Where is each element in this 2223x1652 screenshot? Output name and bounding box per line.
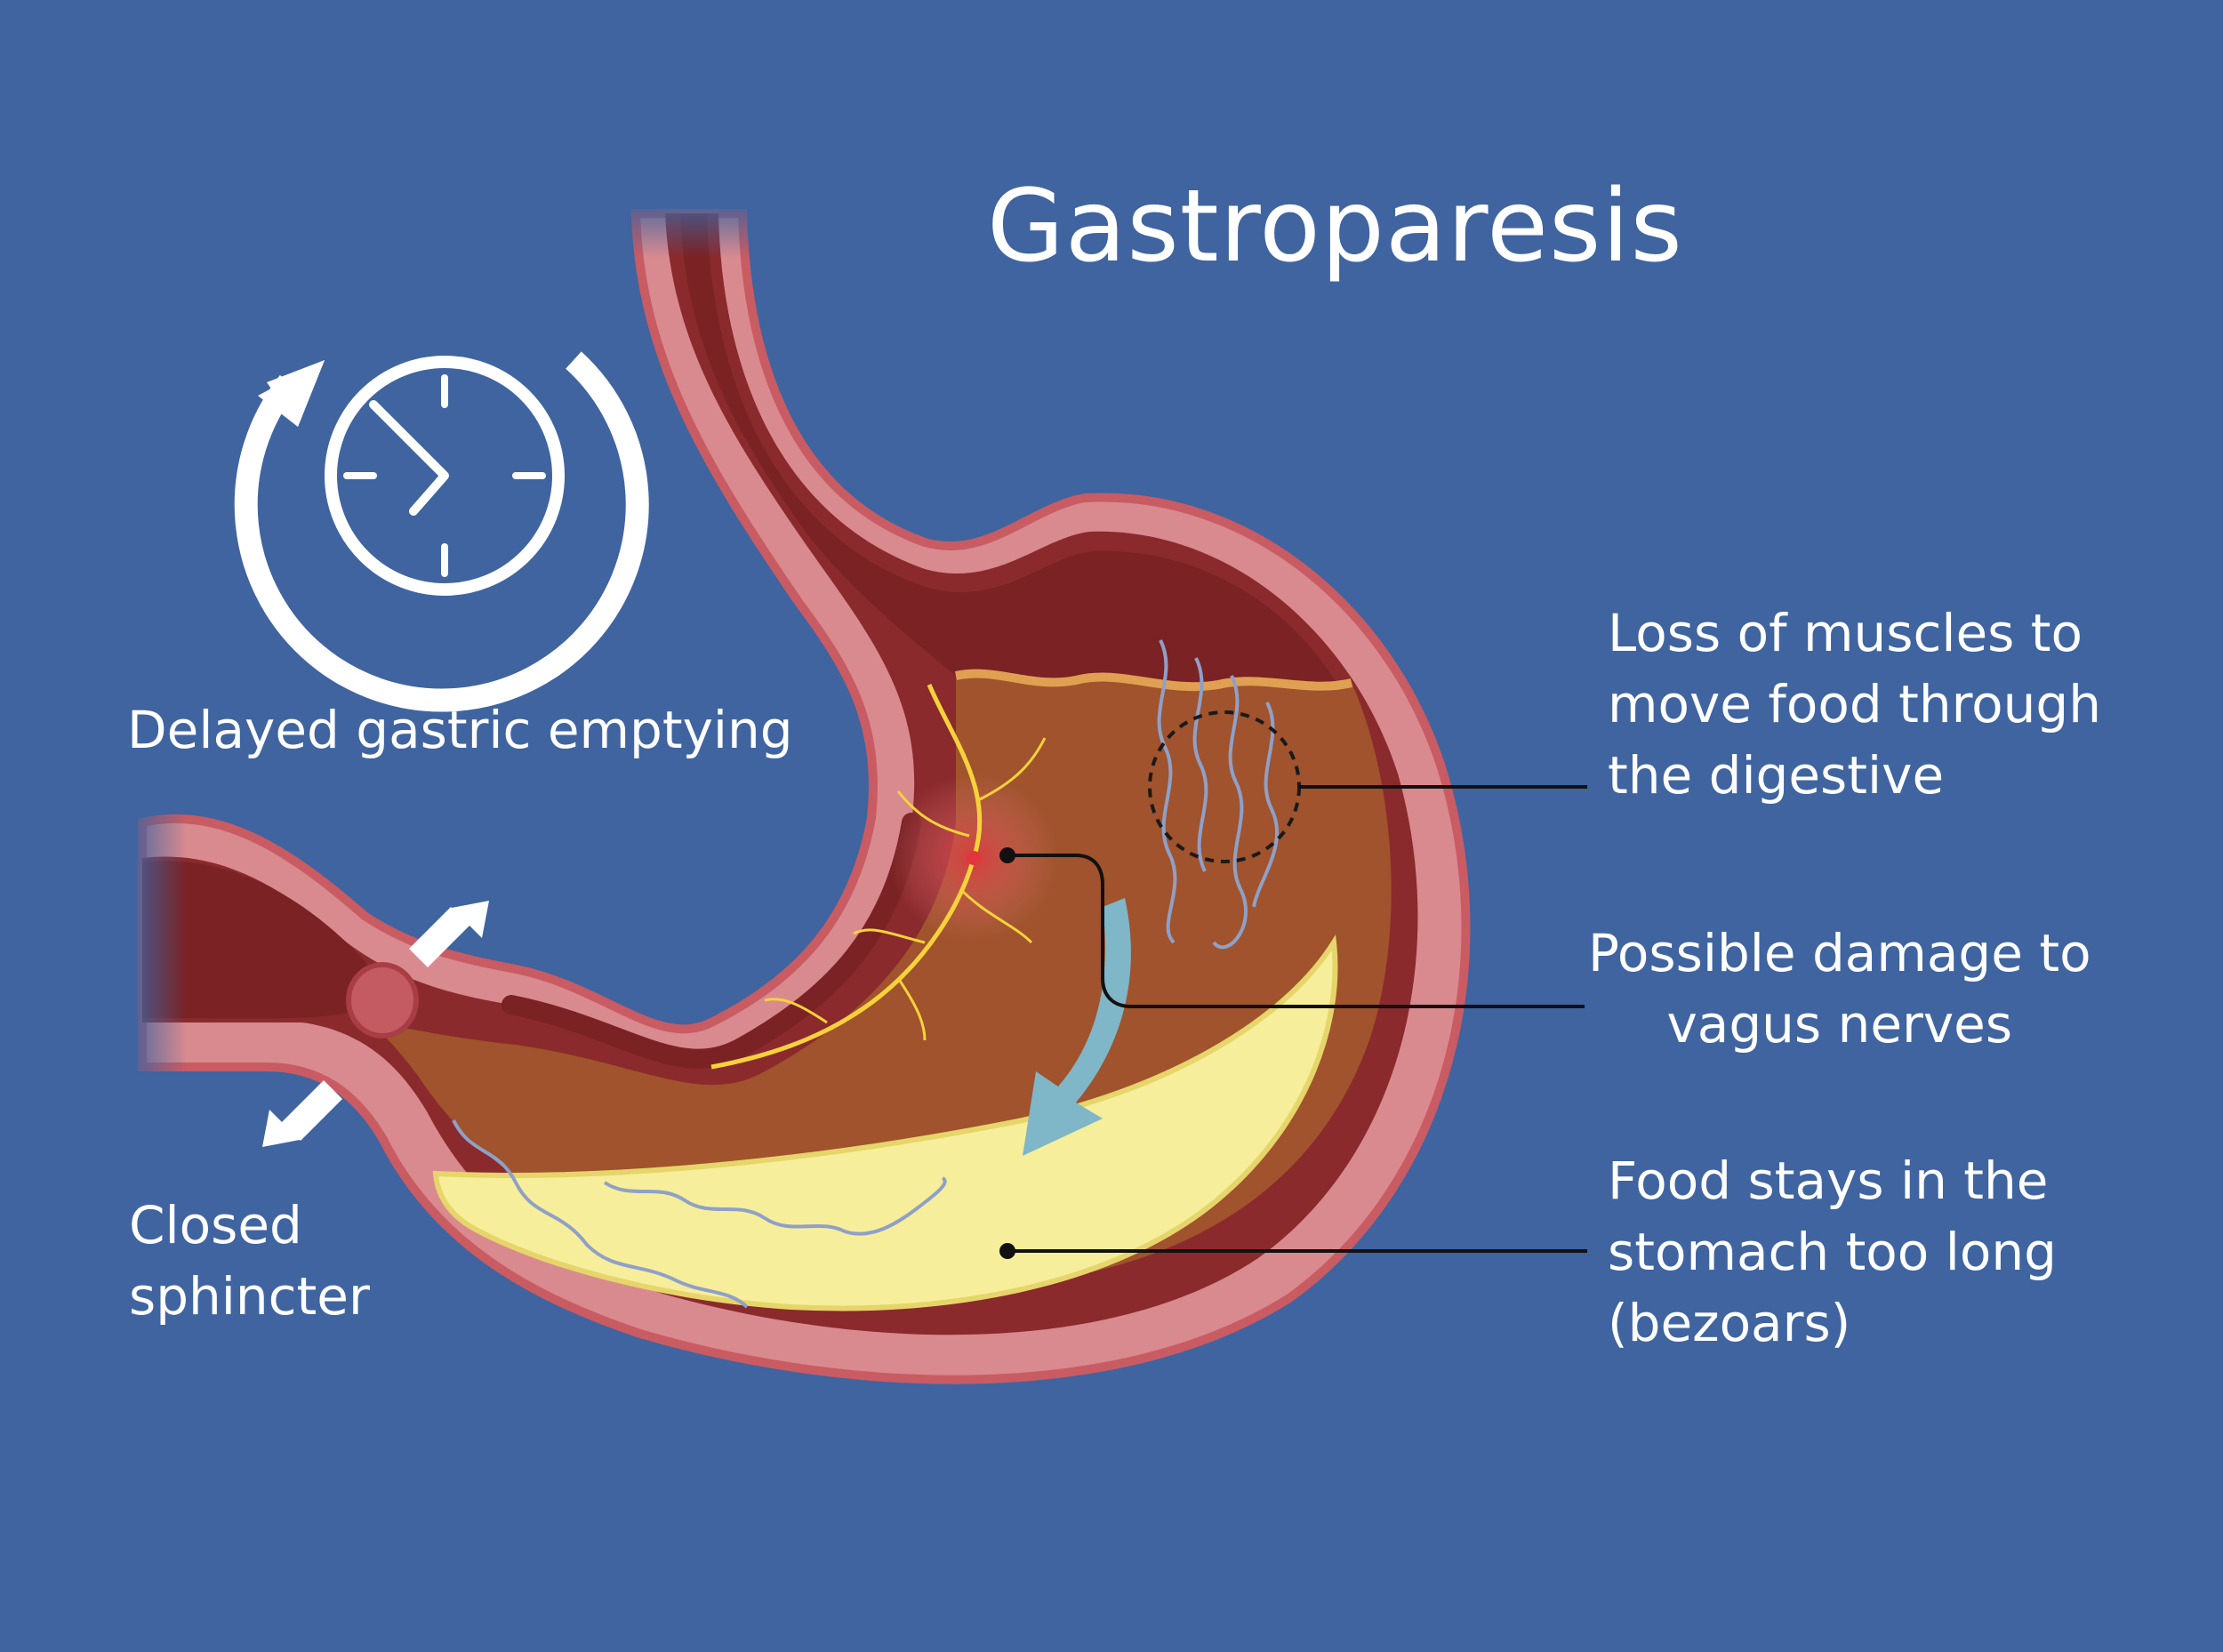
- pyloric-sphincter: [346, 962, 419, 1039]
- leader-dots: [999, 847, 1015, 1259]
- diagram-title: Gastroparesis: [987, 169, 1683, 285]
- lesser-curvature-lining: [502, 813, 921, 1069]
- delayed-emptying-icon: [234, 351, 649, 712]
- cycle-arrow-icon: [234, 351, 649, 712]
- stomach-upper-cavity: [680, 213, 1352, 711]
- vagus-nerve: [710, 684, 1058, 1070]
- label-line: move food through: [1608, 674, 2101, 734]
- label-line: stomach too long: [1608, 1222, 2057, 1282]
- label-food-stays: Food stays in the stomach too long (bezo…: [1608, 1145, 2057, 1359]
- label-line: sphincter: [129, 1266, 370, 1327]
- label-delayed-emptying: Delayed gastric emptying: [127, 700, 793, 760]
- pointer-arrow-icon: [262, 901, 489, 1147]
- label-line: Food stays in the: [1608, 1151, 2049, 1211]
- clock-icon: [325, 356, 565, 596]
- muscle-fibers: [1157, 639, 1280, 950]
- label-line: (bezoars): [1608, 1293, 1851, 1353]
- flow-arrow-icon: [1023, 898, 1131, 1156]
- leader-vagus: [1007, 854, 1585, 1008]
- label-vagus-damage: Possible damage to vagus nerves: [1588, 918, 2091, 1060]
- contents-surface-line: [954, 669, 1353, 692]
- label-line: Possible damage to: [1588, 923, 2091, 983]
- leader-lines: [1007, 785, 1587, 1253]
- bezoar-mass: [432, 934, 1338, 1311]
- label-closed-sphincter: Closed sphincter: [129, 1190, 370, 1332]
- label-muscle-loss: Loss of muscles to move food through the…: [1608, 597, 2101, 811]
- label-line: Closed: [129, 1195, 302, 1255]
- bezoar-strands: [452, 1119, 947, 1309]
- label-line: vagus nerves: [1666, 994, 2013, 1055]
- label-line: the digestive: [1608, 745, 1945, 806]
- label-line: Loss of muscles to: [1608, 603, 2083, 663]
- duodenum-lumen: [142, 861, 377, 1019]
